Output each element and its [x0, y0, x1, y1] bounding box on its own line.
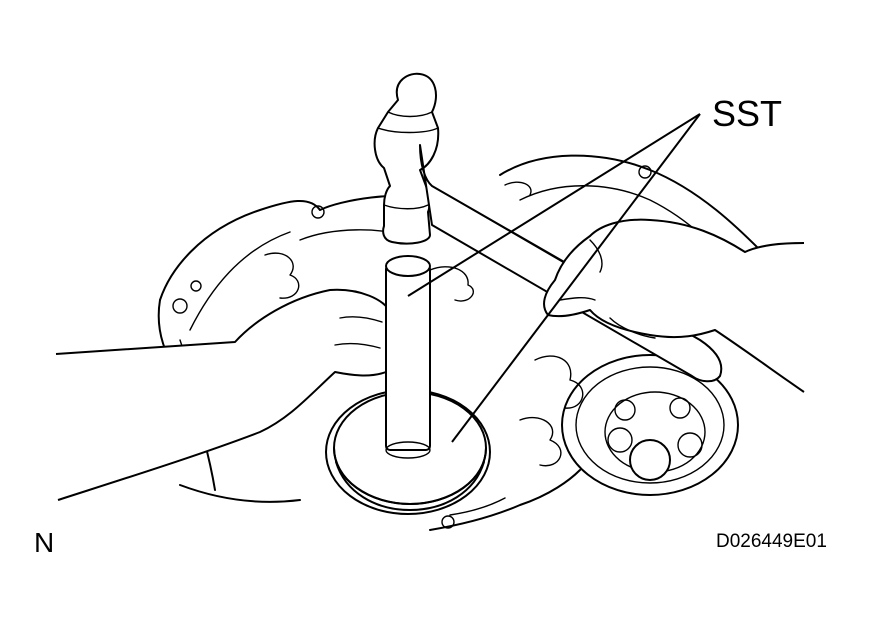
sst-leader-lines [407, 113, 701, 443]
sst-label: SST [712, 93, 783, 134]
figure-code: D026449E01 [716, 531, 827, 552]
n-label: N [34, 527, 55, 558]
sst-drift-rod [385, 255, 431, 459]
bearing-ring [561, 354, 739, 496]
right-hand [543, 218, 805, 393]
